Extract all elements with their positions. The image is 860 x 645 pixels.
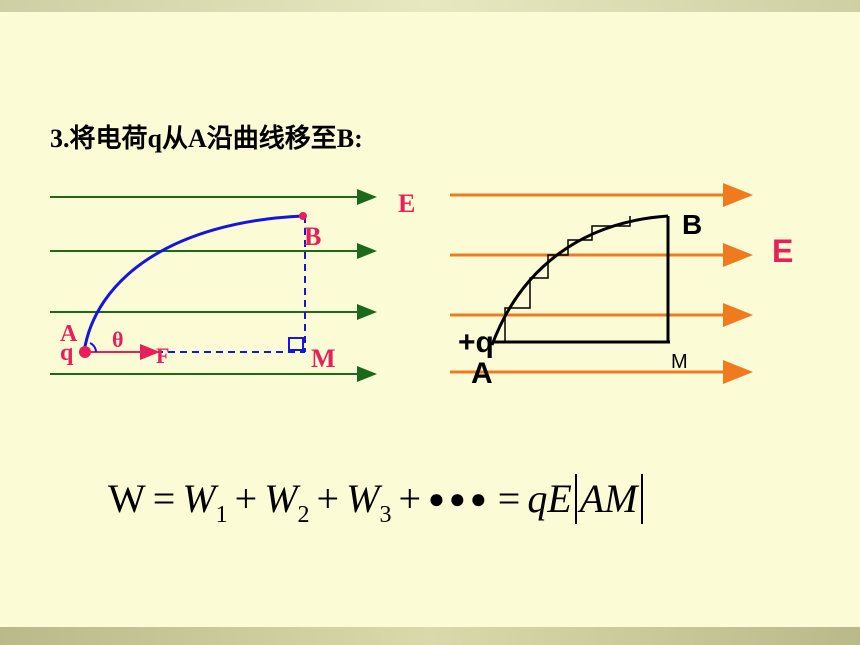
bottom-decor-band bbox=[0, 627, 860, 645]
formula-lhs: W bbox=[108, 476, 146, 521]
abs-bar-right bbox=[640, 474, 643, 524]
point-b-dot bbox=[299, 212, 307, 220]
right-point-m-label: M bbox=[671, 351, 688, 373]
right-field-label: E bbox=[772, 233, 793, 269]
force-label: F bbox=[156, 343, 169, 368]
left-point-a-label: A bbox=[60, 321, 78, 347]
formula-plus: + bbox=[316, 476, 340, 521]
curved-path bbox=[82, 214, 304, 353]
curved-path bbox=[490, 214, 669, 346]
formula-sub3: 3 bbox=[379, 502, 392, 528]
formula-plus: + bbox=[234, 476, 258, 521]
formula-sub1: 1 bbox=[215, 502, 228, 528]
abs-bar-left bbox=[574, 474, 577, 524]
formula-sub2: 2 bbox=[297, 502, 310, 528]
formula-am: AM bbox=[579, 476, 638, 521]
left-field-label: E bbox=[398, 189, 415, 218]
formula-w2: W bbox=[264, 476, 298, 521]
formula-w3: W bbox=[346, 476, 380, 521]
angle-arc bbox=[89, 342, 97, 353]
formula-w1: W bbox=[182, 476, 216, 521]
right-charge-label: +q bbox=[458, 326, 494, 359]
right-diagram: B E +q A M bbox=[450, 183, 793, 390]
formula-qe: qE bbox=[527, 476, 572, 521]
staircase-path bbox=[504, 216, 631, 342]
formula-dots: ●●● bbox=[428, 484, 491, 515]
left-charge-label: q bbox=[60, 340, 74, 366]
left-point-m-label: M bbox=[311, 344, 336, 373]
formula-plus: + bbox=[398, 476, 421, 521]
right-point-a-label: A bbox=[471, 357, 493, 390]
charge-dot bbox=[79, 346, 91, 358]
left-point-b-label: B bbox=[304, 222, 321, 251]
formula-equals: = bbox=[497, 476, 521, 521]
right-angle-mark bbox=[288, 337, 304, 351]
slide-title: 3.将电荷q从A沿曲线移至B: bbox=[50, 124, 363, 153]
formula-equals: = bbox=[152, 476, 176, 521]
top-decor-band bbox=[0, 0, 860, 12]
left-diagram: E B A q θ F M bbox=[50, 189, 415, 382]
angle-label: θ bbox=[112, 327, 123, 352]
right-point-b-label: B bbox=[682, 209, 702, 240]
